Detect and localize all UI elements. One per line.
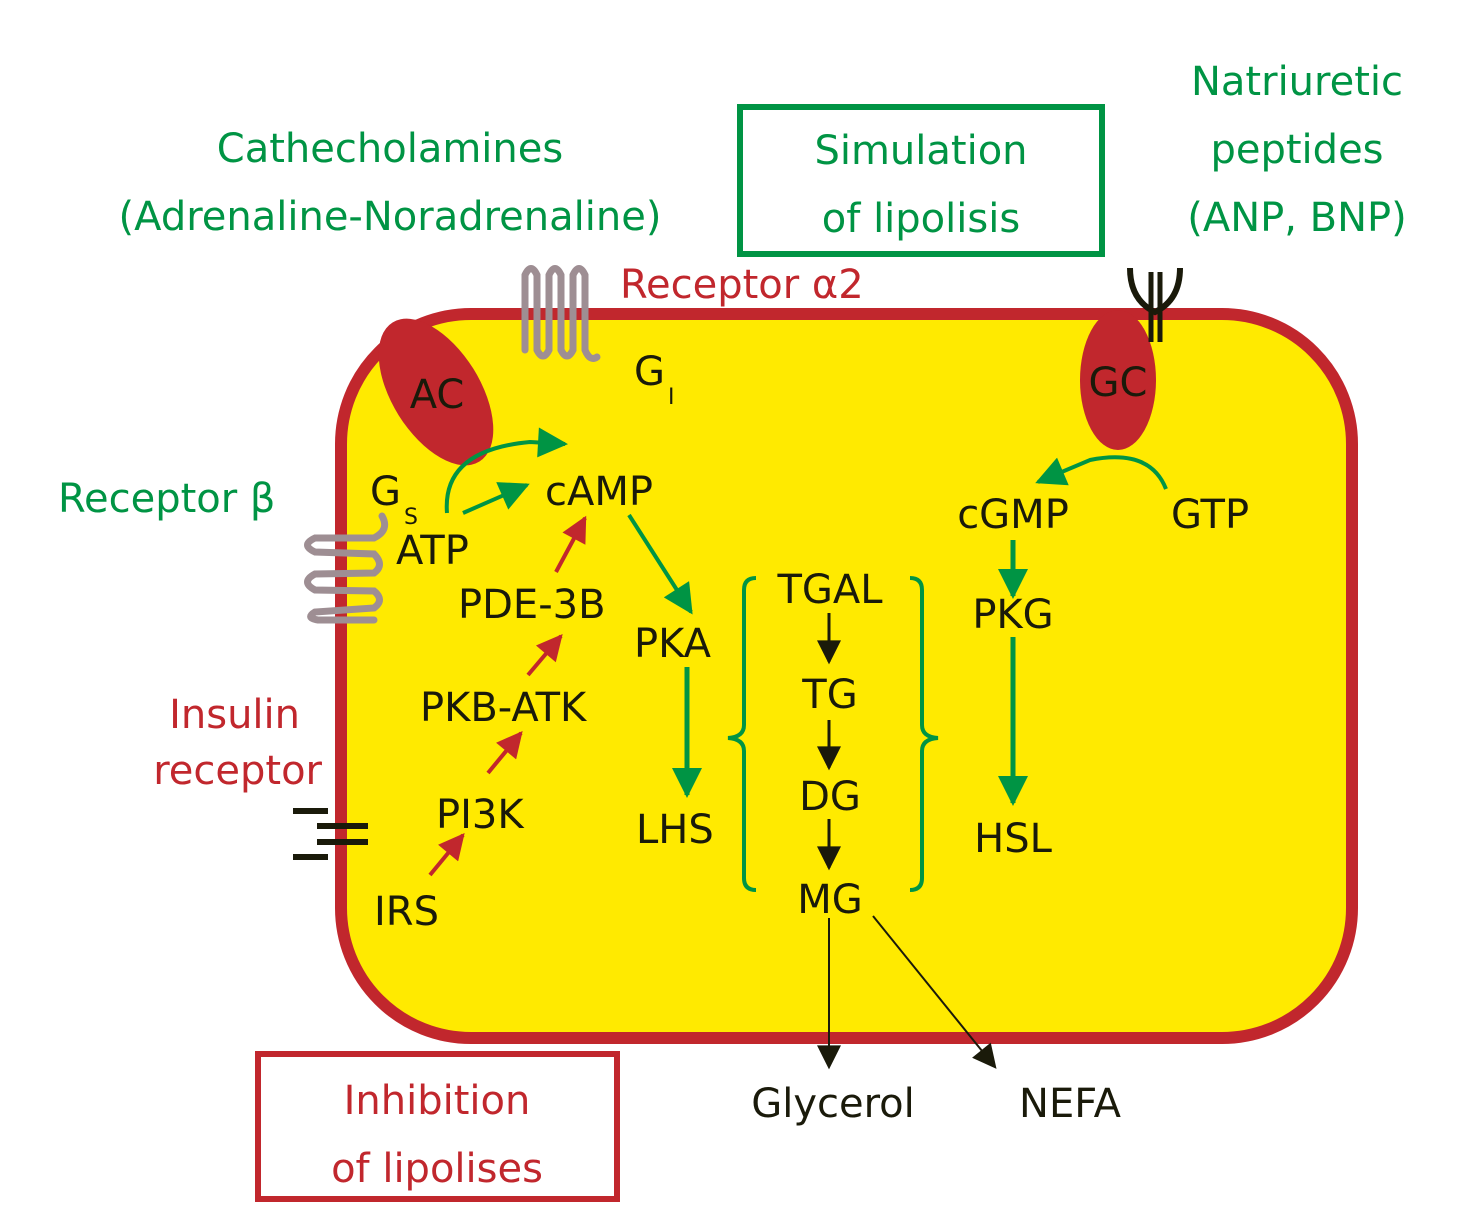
lhs-label: LHS <box>636 807 714 853</box>
natriuretic-label-line2: peptides <box>1210 127 1383 173</box>
pka-label: PKA <box>634 621 712 667</box>
insulin-receptor-label-line1: Insulin <box>169 692 300 738</box>
arrow-camp-to-pka <box>627 513 693 615</box>
dg-label: DG <box>799 774 861 820</box>
pde3b-label: PDE-3B <box>458 582 606 628</box>
stimulation-box <box>737 104 1105 257</box>
arrow-pkb-to-pde3b <box>526 634 563 677</box>
natriuretic-label-line1: Natriuretic <box>1191 59 1403 105</box>
pkg-label: PKG <box>972 592 1053 638</box>
inhibition-label-line1: Inhibition <box>344 1078 531 1124</box>
gtp-label: GTP <box>1171 492 1249 538</box>
catecholamines-sublabel: (Adrenaline-Noradrenaline) <box>119 194 662 240</box>
arrow-gtp-to-cgmp-curved <box>1035 455 1168 490</box>
gc-label: GC <box>1089 360 1148 406</box>
natriuretic-label-line3: (ANP, BNP) <box>1187 195 1407 241</box>
tg-label: TG <box>801 672 857 718</box>
arrow-irs-to-pi3k <box>428 832 465 877</box>
pi3k-label: PI3K <box>436 792 525 838</box>
arrow-atp-to-camp <box>462 482 530 515</box>
arrow-mg-to-nefa <box>872 915 997 1069</box>
receptor-beta-label: Receptor β <box>58 476 275 522</box>
glycerol-label: Glycerol <box>751 1081 915 1127</box>
inhibition-box <box>255 1051 620 1202</box>
natriuretic-receptor-icon <box>1127 267 1183 342</box>
cgmp-label: cGMP <box>957 492 1069 538</box>
stimulation-label-line2: of lipolisis <box>822 196 1020 242</box>
adipocyte-cell <box>335 308 1358 1044</box>
mg-label: MG <box>797 877 863 923</box>
insulin-receptor-icon <box>293 808 368 860</box>
right-brace <box>909 576 939 892</box>
arrow-pde3b-to-camp <box>554 515 587 573</box>
left-brace <box>727 576 757 892</box>
alpha2-receptor-icon <box>521 265 601 362</box>
adenylate-cyclase-enzyme <box>378 318 494 466</box>
stimulation-label-line1: Simulation <box>814 128 1027 174</box>
ac-label: AC <box>410 372 465 418</box>
atp-label: ATP <box>396 528 469 574</box>
arrow-pi3k-to-pkb <box>486 730 523 775</box>
inhibition-label-line2: of lipolises <box>331 1146 543 1192</box>
catecholamines-label: Cathecholamines <box>217 126 563 172</box>
gi-subscript: I <box>668 385 675 410</box>
camp-label: cAMP <box>545 469 653 515</box>
gs-label: G <box>370 469 401 515</box>
hsl-label: HSL <box>974 816 1052 862</box>
nefa-label: NEFA <box>1019 1081 1122 1127</box>
gs-subscript: S <box>404 505 418 530</box>
insulin-receptor-label-line2: receptor <box>153 748 322 794</box>
arrow-gs-to-camp-curved <box>444 427 568 514</box>
beta-receptor-icon <box>304 512 389 624</box>
tgal-label: TGAL <box>776 567 883 613</box>
pkb-atk-label: PKB-ATK <box>420 685 588 731</box>
irs-label: IRS <box>374 889 439 935</box>
gi-label: G <box>634 349 665 395</box>
receptor-alpha2-label: Receptor α2 <box>620 262 864 308</box>
guanylate-cyclase-enzyme <box>1080 310 1156 450</box>
